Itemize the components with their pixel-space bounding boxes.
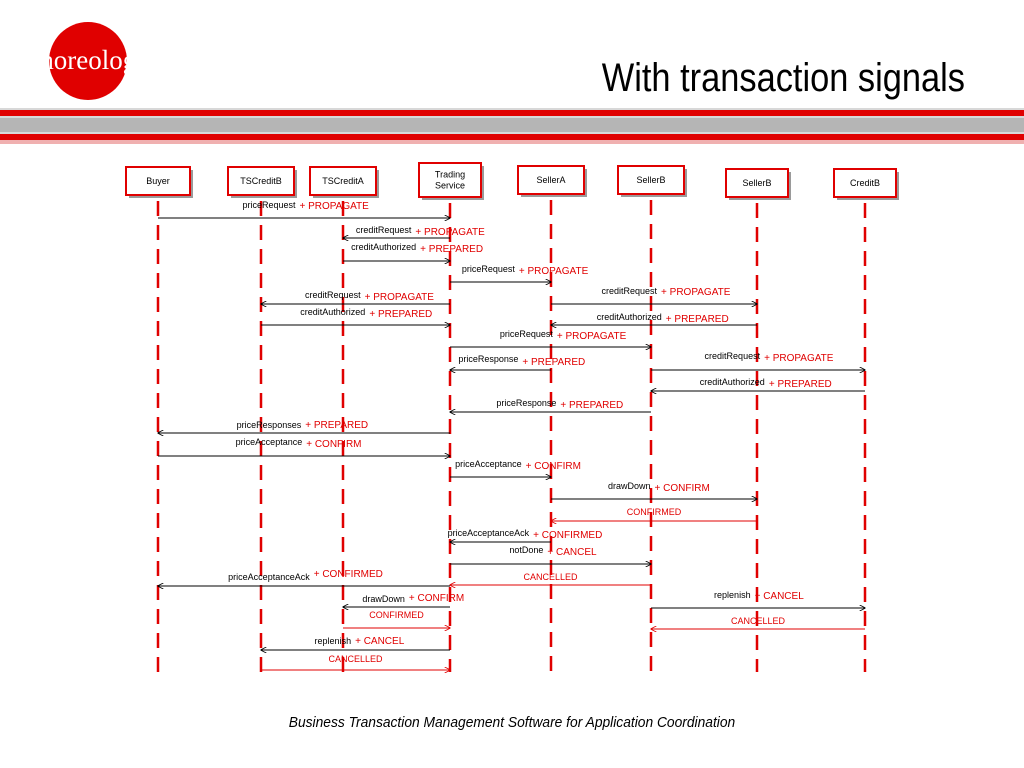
slide-title: With transaction signals (601, 56, 965, 100)
message-label: priceAcceptanceAck (228, 572, 310, 582)
message-signal: + PREPARED (666, 314, 729, 325)
message-signal: + PROPAGATE (365, 292, 435, 303)
participant-box-tscredita (309, 166, 377, 196)
message-signal: + CONFIRM (409, 593, 464, 604)
message-label: priceRequest (500, 329, 554, 339)
message-signal: + PREPARED (305, 420, 368, 431)
message-signal: CONFIRMED (627, 507, 682, 517)
message-signal: + CONFIRM (526, 461, 581, 472)
message-signal: + CONFIRM (306, 439, 361, 450)
message-label: priceResponse (496, 398, 556, 408)
message-signal: + CONFIRM (655, 483, 710, 494)
header-band (0, 108, 1024, 144)
message-label: priceAcceptanceAck (448, 528, 530, 538)
message-signal: + PROPAGATE (519, 266, 589, 277)
message-label: priceResponse (458, 354, 518, 364)
footer-tagline: Business Transaction Management Software… (288, 714, 736, 731)
participant-box-sellerb2 (725, 168, 789, 198)
participant-label-trading: Trading (435, 170, 465, 180)
message-signal: + PROPAGATE (557, 331, 627, 342)
participant-label-tscreditb: TSCreditB (240, 176, 282, 186)
message-label: priceAcceptance (236, 437, 303, 447)
message-label: creditAuthorized (351, 242, 416, 252)
message-signal: + PREPARED (560, 400, 623, 411)
participant-label-trading: Service (435, 181, 465, 191)
message-label: creditRequest (602, 286, 658, 296)
message-signal: + CONFIRMED (533, 530, 602, 541)
message-label: drawDown (362, 594, 405, 604)
message-signal: + PREPARED (769, 379, 832, 390)
message-label: replenish (714, 590, 751, 600)
participant-box-sellerb1 (617, 165, 685, 195)
participant-box-tscreditb (227, 166, 295, 196)
message-label: replenish (315, 636, 352, 646)
message-signal: + PREPARED (369, 309, 432, 320)
message-signal: + PREPARED (522, 357, 585, 368)
message-label: priceRequest (242, 200, 296, 210)
message-signal: CANCELLED (328, 654, 383, 664)
participant-box-creditb (833, 168, 897, 198)
message-signal: + CANCEL (547, 547, 597, 558)
message-signal: + CONFIRMED (314, 569, 383, 580)
message-signal: + PROPAGATE (415, 227, 485, 238)
message-label: creditRequest (305, 290, 361, 300)
message-label: notDone (509, 545, 543, 555)
participant-box-buyer (125, 166, 191, 196)
choreology-logo: choreology (14, 20, 164, 102)
message-label: priceRequest (462, 264, 516, 274)
message-label: creditAuthorized (300, 307, 365, 317)
message-label: creditRequest (356, 225, 412, 235)
message-signal: CANCELLED (523, 572, 578, 582)
logo-wordmark: choreology (28, 45, 150, 75)
participant-label-buyer: Buyer (146, 176, 170, 186)
logo-circle (49, 22, 127, 100)
participant-label-sellerb1: SellerB (636, 175, 665, 185)
message-signal: + PROPAGATE (764, 353, 834, 364)
message-signal: + PROPAGATE (661, 287, 731, 298)
message-signal: + PREPARED (420, 244, 483, 255)
message-label: priceAcceptance (455, 459, 522, 469)
message-label: creditRequest (705, 351, 761, 361)
message-label: priceResponses (237, 420, 302, 430)
message-label: creditAuthorized (597, 312, 662, 322)
message-signal: + CANCEL (355, 636, 405, 647)
participant-box-trading (418, 162, 482, 198)
participant-label-sellerb2: SellerB (742, 178, 771, 188)
participant-label-creditb: CreditB (850, 178, 880, 188)
message-signal: + PROPAGATE (299, 201, 369, 212)
participant-box-sellera (517, 165, 585, 195)
participant-label-sellera: SellerA (536, 175, 565, 185)
participant-label-tscredita: TSCreditA (322, 176, 364, 186)
message-signal: CANCELLED (731, 616, 786, 626)
message-signal: + CANCEL (755, 591, 805, 602)
message-signal: CONFIRMED (369, 610, 424, 620)
message-label: creditAuthorized (700, 377, 765, 387)
message-label: drawDown (608, 481, 651, 491)
